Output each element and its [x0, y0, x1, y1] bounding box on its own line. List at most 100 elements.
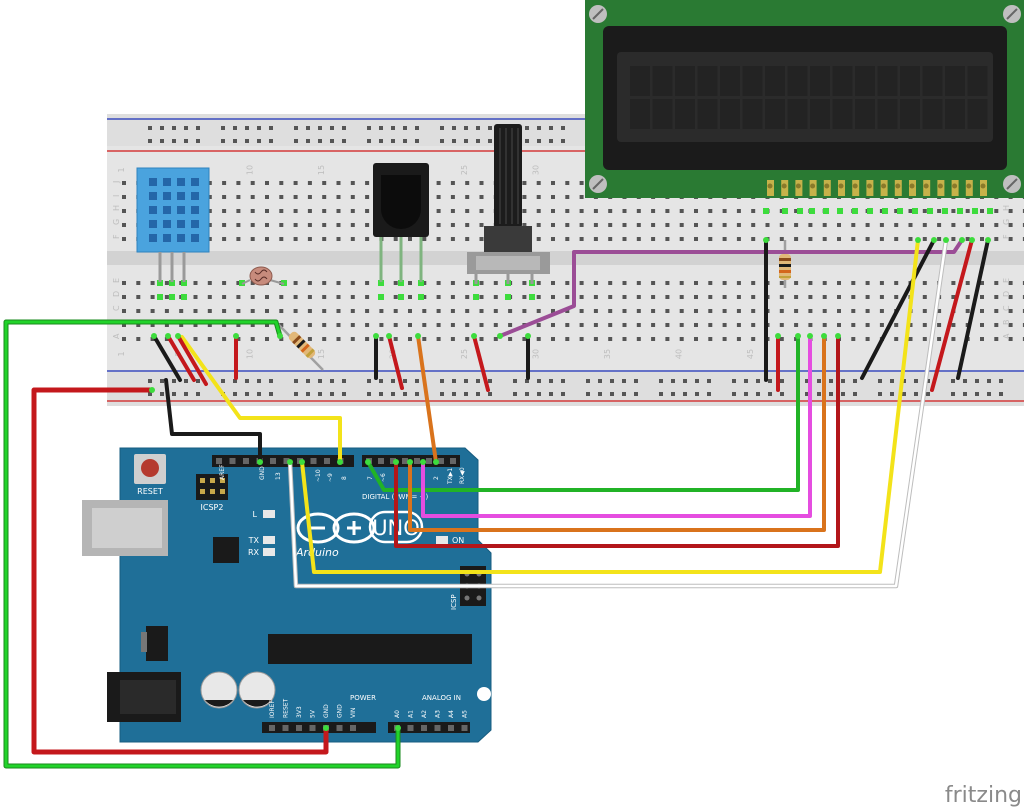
breadboard-hole [393, 237, 398, 241]
wire-endpoint [795, 333, 801, 339]
breadboard-hole [122, 195, 126, 199]
rail-hole [768, 379, 772, 383]
wire-endpoint [299, 459, 305, 465]
arduino-uno: RESET ICSP2 L TX RX ON UNO Arduino [82, 447, 492, 743]
rail-hole [513, 392, 517, 396]
breadboard-hole [365, 223, 370, 227]
row-letter: C [112, 305, 121, 311]
breadboard-hole [722, 295, 727, 299]
mounting-hole [477, 687, 491, 701]
lcd-char-cell [967, 99, 988, 129]
breadboard-hole [694, 237, 698, 241]
breadboard-hole [679, 323, 684, 327]
breadboard-hole [222, 281, 227, 285]
rail-hole [342, 139, 346, 143]
breadboard-hole [450, 195, 455, 199]
breadboard-hole [865, 237, 870, 241]
breadboard-hole [551, 281, 555, 285]
breadboard-hole [436, 195, 441, 199]
rail-hole [683, 379, 687, 383]
rail-hole [841, 392, 845, 396]
wire-black-dht [152, 334, 182, 382]
breadboard-hole [436, 281, 441, 285]
breadboard-hole [722, 223, 727, 227]
rail-hole [196, 139, 200, 143]
power-pin-label: GND [337, 704, 344, 718]
breadboard-hole [551, 181, 555, 185]
header-pin [324, 458, 330, 464]
breadboard-hole [408, 295, 412, 299]
rail-hole [732, 379, 736, 383]
analog-pin-label: A3 [435, 710, 442, 718]
breadboard-hole [779, 295, 784, 299]
breadboard-hole [579, 323, 584, 327]
breadboard-hole [994, 295, 999, 299]
breadboard-hole [393, 309, 398, 313]
breadboard-hole [994, 323, 999, 327]
breadboard-hole [422, 323, 427, 327]
rail-hole [537, 379, 541, 383]
breadboard-hole [593, 323, 598, 327]
rail-hole [184, 379, 188, 383]
rail-hole [488, 392, 492, 396]
breadboard-hole [994, 209, 999, 213]
rail-hole [318, 379, 322, 383]
breadboard-hole [551, 309, 555, 313]
wire-red-lcd2 [930, 238, 974, 392]
led-rx-label: RX [248, 548, 260, 557]
header-pin [216, 458, 222, 464]
lcd-header-pins [767, 180, 987, 196]
breadboard-hole [222, 237, 227, 241]
breadboard-hole [694, 281, 698, 285]
breadboard-hole [994, 281, 999, 285]
breadboard-hole [1008, 209, 1013, 213]
breadboard-hole [322, 295, 327, 299]
breadboard-hole [1008, 323, 1013, 327]
breadboard-hole [207, 209, 212, 213]
row-letter: B [1002, 320, 1011, 326]
wire-endpoint [395, 725, 401, 731]
breadboard-hole [207, 323, 212, 327]
breadboard-hole [894, 237, 899, 241]
breadboard-hole [307, 237, 312, 241]
row-letter: A [112, 333, 121, 339]
column-number: 10 [246, 165, 255, 175]
breadboard-hole [493, 295, 498, 299]
breadboard-hole [551, 323, 555, 327]
breadboard-hole [865, 295, 870, 299]
breadboard-hole [579, 209, 584, 213]
breadboard-hole [908, 209, 913, 213]
header-pin [378, 458, 384, 464]
rail-hole [160, 392, 164, 396]
breadboard-hole [665, 281, 670, 285]
rail-hole [184, 392, 188, 396]
breadboard-hole [651, 309, 656, 313]
breadboard-hole [736, 281, 741, 285]
breadboard-hole [937, 237, 942, 241]
breadboard-hole [479, 295, 484, 299]
header-pin [283, 458, 290, 464]
breadboard-hole [422, 237, 427, 241]
breadboard-hole [365, 309, 370, 313]
breadboard-hole [551, 295, 555, 299]
rail-hole [476, 379, 480, 383]
breadboard-hole [694, 223, 698, 227]
breadboard-hole [508, 309, 513, 313]
breadboard-hole [307, 309, 312, 313]
pin-rx-label: RX◀0 [459, 467, 466, 484]
breadboard-hole [236, 281, 241, 285]
breadboard-hole [851, 281, 856, 285]
breadboard-hole [293, 223, 298, 227]
wire-endpoint [763, 237, 769, 243]
reset-button[interactable] [134, 454, 166, 484]
breadboard-hole [279, 195, 284, 199]
breadboard-hole [164, 323, 169, 327]
lcd-screw-bottom-left [589, 175, 607, 193]
breadboard-hole [937, 309, 942, 313]
breadboard-hole [179, 323, 184, 327]
breadboard-hole [479, 195, 484, 199]
connected-hole [797, 208, 803, 214]
connected-hole [181, 294, 187, 300]
breadboard-hole [479, 223, 484, 227]
rail-hole [379, 126, 383, 130]
